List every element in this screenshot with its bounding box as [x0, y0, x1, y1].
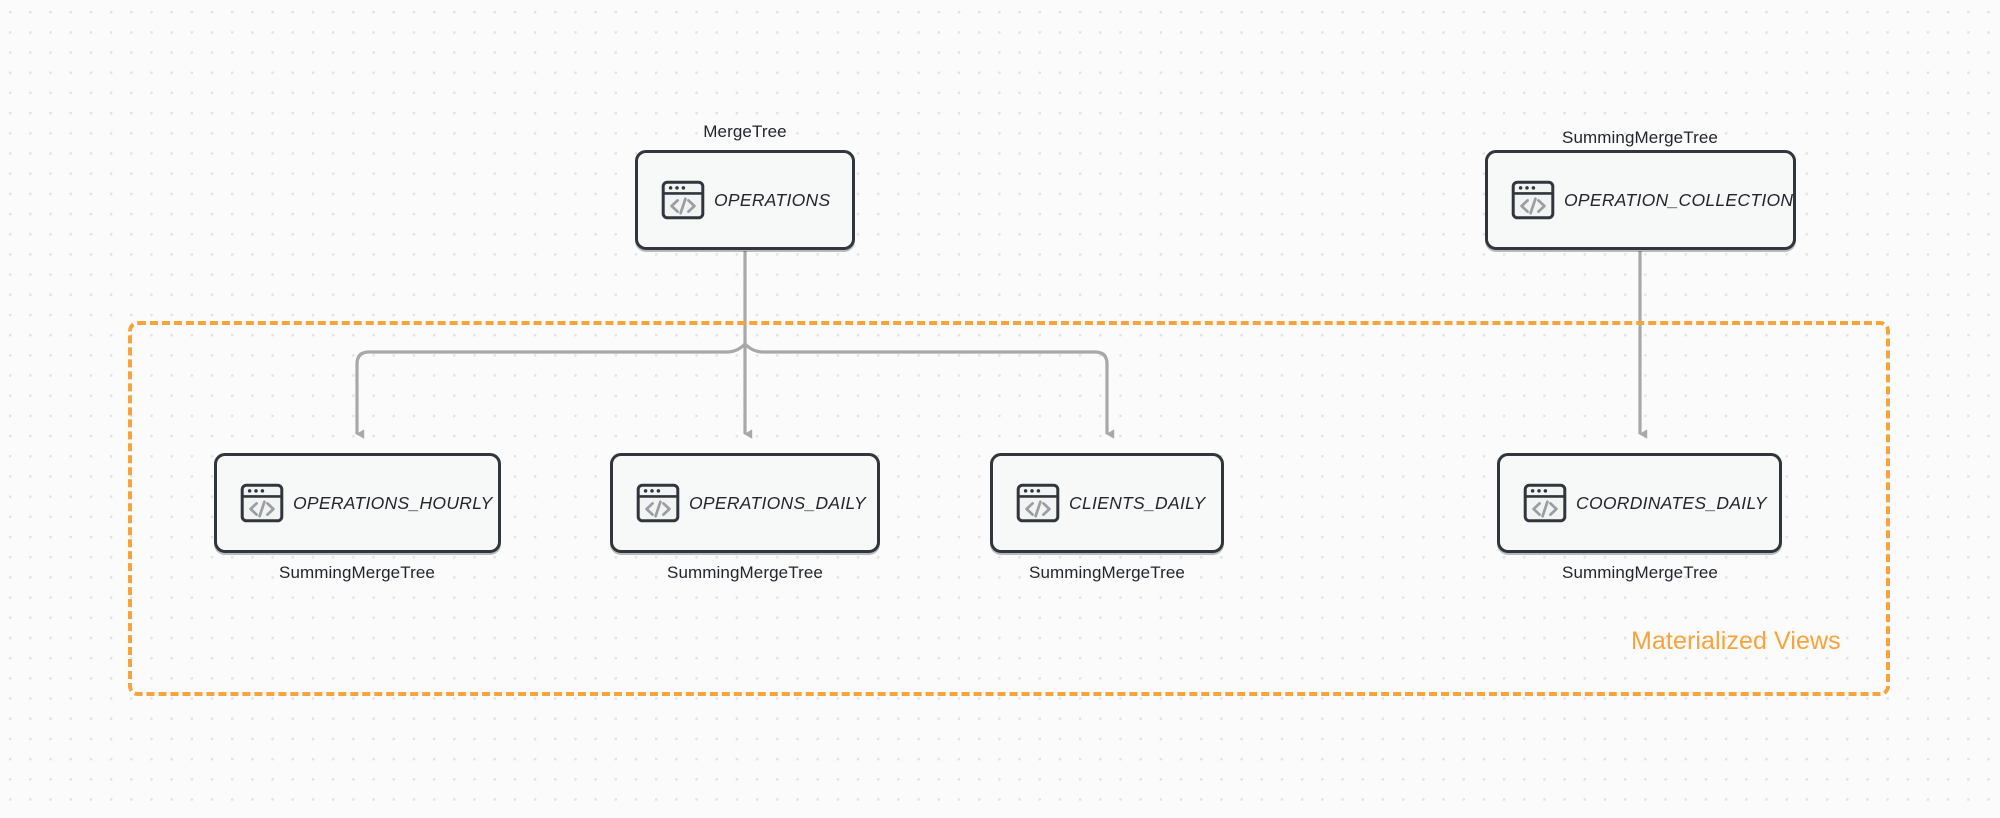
code-window-icon	[1510, 177, 1556, 223]
node-title: OPERATION_COLLECTION	[1564, 189, 1794, 210]
code-window-icon	[1015, 480, 1061, 526]
materialized-views-group	[128, 321, 1890, 696]
node-clients-daily[interactable]: CLIENTS_DAILY	[990, 453, 1224, 553]
node-operation-collection[interactable]: OPERATION_COLLECTION	[1485, 150, 1796, 250]
node-title: OPERATIONS	[714, 189, 831, 210]
materialized-views-label: Materialized Views	[1631, 627, 1841, 655]
code-window-icon	[660, 177, 706, 223]
code-window-icon	[1522, 480, 1568, 526]
engine-caption-operations-daily: SummingMergeTree	[667, 563, 823, 582]
node-coordinates-daily[interactable]: COORDINATES_DAILY	[1497, 453, 1782, 553]
code-window-icon	[635, 480, 681, 526]
engine-caption-clients-daily: SummingMergeTree	[1029, 563, 1185, 582]
engine-caption-operations-hourly: SummingMergeTree	[279, 563, 435, 582]
node-title: OPERATIONS_HOURLY	[293, 492, 493, 513]
node-operations-hourly[interactable]: OPERATIONS_HOURLY	[214, 453, 501, 553]
node-title: CLIENTS_DAILY	[1069, 492, 1206, 513]
node-title: COORDINATES_DAILY	[1576, 492, 1767, 513]
node-title: OPERATIONS_DAILY	[689, 492, 866, 513]
node-operations[interactable]: OPERATIONS	[635, 150, 855, 250]
engine-caption-operations: MergeTree	[703, 122, 787, 141]
node-operations-daily[interactable]: OPERATIONS_DAILY	[610, 453, 880, 553]
engine-caption-coordinates-daily: SummingMergeTree	[1562, 563, 1718, 582]
engine-caption-operation-collection: SummingMergeTree	[1562, 128, 1718, 147]
code-window-icon	[239, 480, 285, 526]
